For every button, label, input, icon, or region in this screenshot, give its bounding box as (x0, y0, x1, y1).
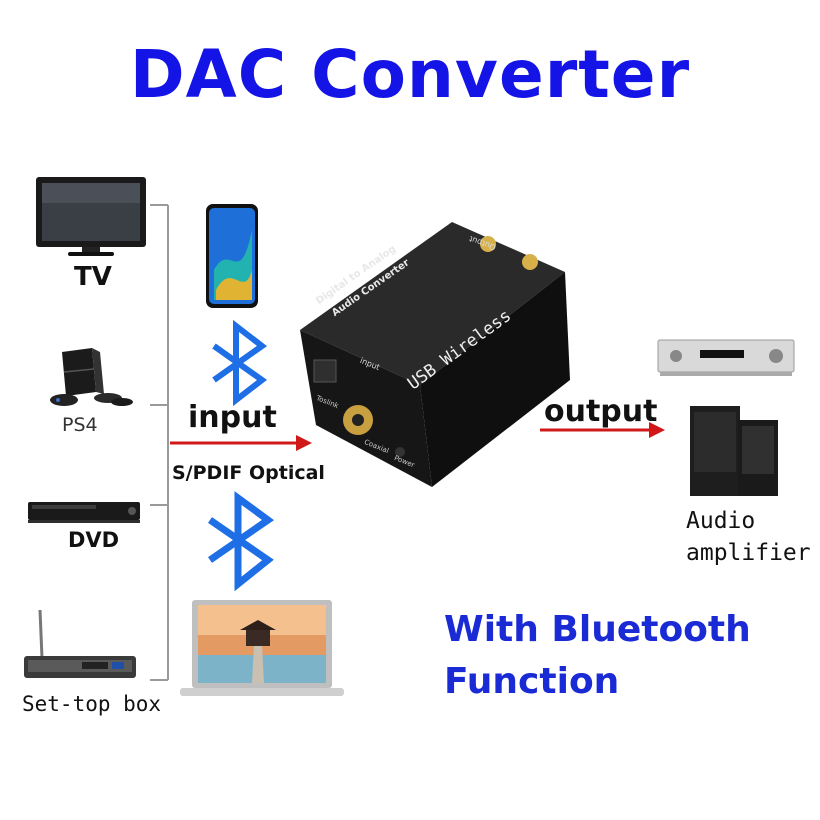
source-label-tv: TV (74, 262, 112, 292)
input-label: input (188, 400, 277, 435)
feature-text: With Bluetooth Function (444, 604, 751, 708)
bluetooth-icon-top (212, 319, 268, 407)
set-top-box-icon (24, 609, 136, 678)
page-title: DAC Converter (129, 36, 691, 113)
speakers-icon (690, 406, 778, 496)
receiver-icon (657, 339, 795, 376)
output-label: output (544, 394, 658, 429)
input-arrow (170, 435, 312, 451)
source-bracket (150, 204, 169, 681)
dac-converter-device (300, 222, 570, 487)
laptop-icon (180, 600, 344, 696)
feature-text-line2: Function (444, 661, 620, 702)
input-sub-label: S/PDIF Optical (172, 462, 325, 484)
source-label-dvd: DVD (68, 528, 120, 552)
output-arrow (540, 422, 665, 438)
phone-icon (206, 204, 258, 308)
dvd-player-icon (28, 502, 140, 523)
bluetooth-icon-bottom (208, 491, 275, 592)
ps4-console-icon (50, 348, 133, 406)
source-label-set-top-box: Set-top box (22, 692, 162, 716)
feature-text-line1: With Bluetooth (444, 609, 751, 650)
tv-icon (36, 177, 146, 256)
source-label-ps4: PS4 (62, 414, 98, 436)
destination-label-line1: Audio (686, 508, 756, 534)
destination-label-line2: amplifier (686, 540, 811, 566)
